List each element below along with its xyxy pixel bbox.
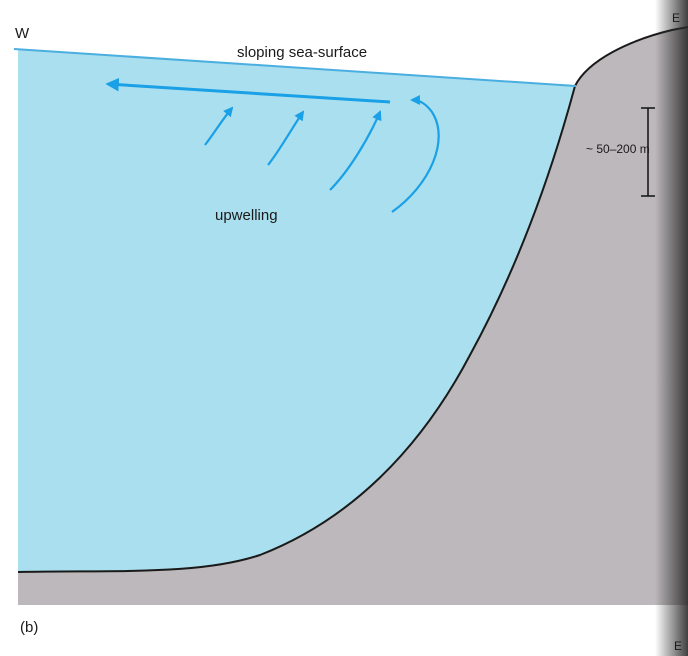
- upwelling-arrow-3: [329, 110, 382, 191]
- upwelling-arrow-4: [391, 95, 440, 213]
- upwelling-arrow-1: [204, 106, 234, 146]
- panel-label: (b): [20, 619, 38, 636]
- east-label-bottom: E: [674, 639, 682, 653]
- seabed-line: [17, 26, 688, 573]
- upwelling-arrow-2: [267, 110, 305, 166]
- depth-scale-bar: [641, 107, 655, 197]
- offshore-flow-arrow: [105, 77, 391, 104]
- east-label: E: [672, 11, 680, 25]
- upwelling-label: upwelling: [215, 207, 278, 224]
- sea-water: [18, 50, 575, 572]
- sea-surface-label: sloping sea-surface: [237, 44, 367, 61]
- depth-label: ~ 50–200 m: [586, 142, 650, 156]
- page-edge-shadow: [655, 0, 688, 656]
- sea-surface-line: [13, 48, 577, 87]
- continental-shelf: [18, 28, 688, 605]
- west-label: W: [15, 25, 30, 42]
